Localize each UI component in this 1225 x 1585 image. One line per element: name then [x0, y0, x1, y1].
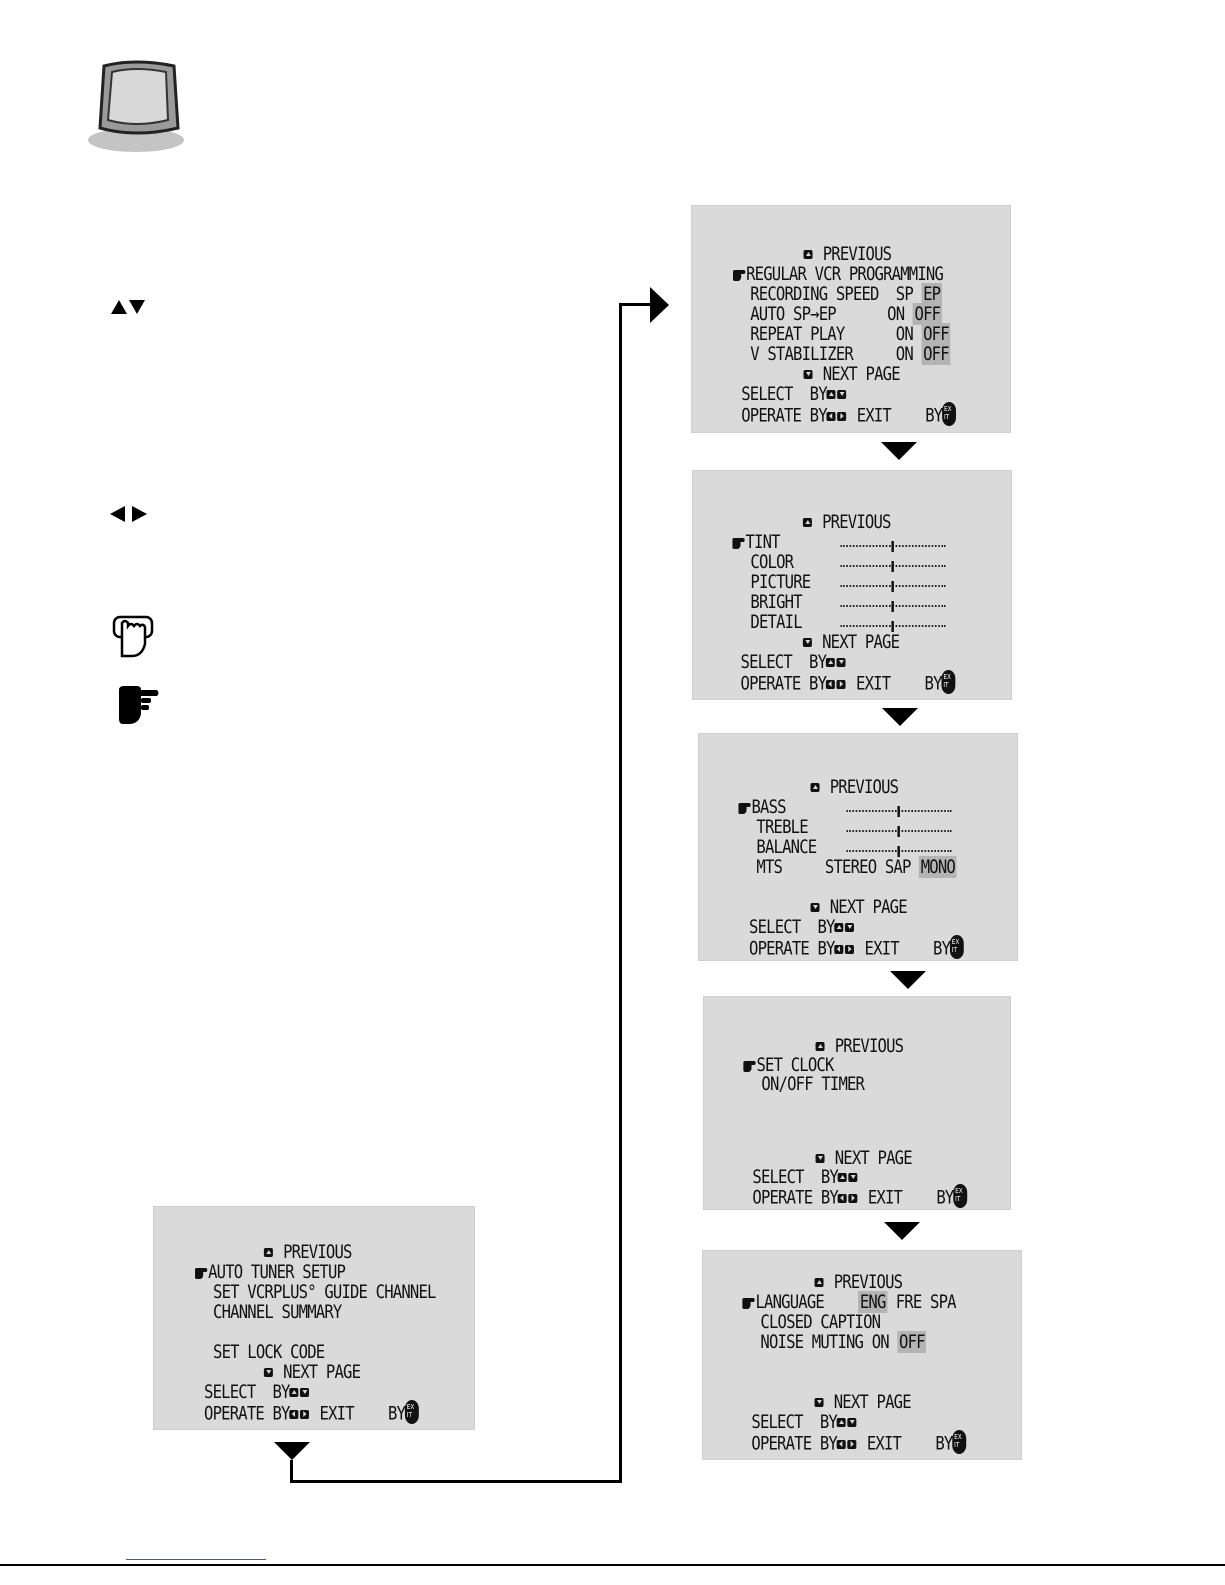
menu-item-bass: BASS: [751, 796, 786, 818]
left-button-icon: [836, 1439, 847, 1449]
balance-slider: [846, 845, 952, 857]
up-button-icon: [810, 783, 820, 792]
right-button-icon: [847, 1439, 857, 1449]
menu-item-color: COLOR: [750, 551, 794, 573]
menu-item-set-lock-code: SET LOCK CODE: [213, 1341, 325, 1363]
pointer-hand-icon: [738, 800, 751, 814]
left-button-icon: [834, 944, 844, 954]
left-button-icon: [837, 1193, 848, 1203]
tint-slider: [840, 540, 946, 552]
exit-button-icon: [953, 1184, 968, 1208]
menu-item-noise-muting: NOISE MUTING: [760, 1331, 864, 1353]
down-button-icon: [803, 370, 813, 379]
menu-item-bright: BRIGHT: [750, 591, 802, 613]
exit-button-icon: [405, 1400, 420, 1424]
up-button-icon: [803, 250, 813, 259]
right-button-icon: [848, 1193, 858, 1203]
menu-screen-picture: PREVIOUS TINT COLOR PICTURE BRIGHT DETAI…: [692, 470, 1012, 700]
down-button-icon: [263, 1368, 273, 1377]
right-button-icon: [300, 1409, 310, 1419]
left-right-arrows-icon: [110, 505, 150, 523]
flow-arrow-down: [881, 442, 917, 460]
flow-arrow-down: [890, 971, 926, 989]
up-button-icon: [834, 923, 844, 932]
down-button-icon: [815, 1154, 825, 1163]
exit-button-icon: [941, 670, 956, 694]
up-down-arrows-icon: [111, 298, 147, 316]
pointer-hand-icon: [743, 1058, 756, 1072]
up-button-icon: [815, 1042, 825, 1051]
right-button-icon: [845, 944, 855, 954]
pointer-hand-icon: [742, 1295, 755, 1309]
up-button-icon: [802, 518, 812, 527]
connector-line: [290, 1460, 293, 1483]
pointer-hand-icon: [119, 686, 159, 724]
connector-line: [619, 303, 622, 1483]
up-button-icon: [836, 1418, 847, 1427]
bass-slider: [846, 805, 952, 817]
menu-screen-language: PREVIOUS LANGUAGE ENG FRE SPA CLOSED CAP…: [702, 1250, 1022, 1460]
down-button-icon: [300, 1388, 310, 1397]
up-button-icon: [289, 1388, 299, 1397]
up-button-icon: [826, 658, 836, 667]
pointer-hand-icon: [195, 1265, 208, 1279]
menu-item-set-clock: SET CLOCK: [756, 1054, 834, 1076]
menu-item-detail: DETAIL: [750, 611, 802, 633]
right-button-icon: [836, 679, 846, 689]
footer-rule: [0, 1564, 1225, 1566]
left-button-icon: [826, 411, 836, 421]
down-button-icon: [810, 903, 820, 912]
down-button-icon: [836, 658, 846, 667]
flow-arrow-right: [650, 287, 669, 323]
up-button-icon: [263, 1248, 273, 1257]
pointer-hand-icon: [732, 535, 745, 549]
menu-item-on-off-timer: ON/OFF TIMER: [761, 1073, 865, 1095]
menu-item-closed-caption: CLOSED CAPTION: [760, 1311, 881, 1333]
menu-item-tint: TINT: [745, 531, 780, 553]
menu-screen-vcr: PREVIOUS REGULAR VCR PROGRAMMING RECORDI…: [691, 205, 1011, 433]
flow-arrow-down: [882, 708, 918, 726]
color-slider: [840, 560, 946, 572]
menu-item-language: LANGUAGE: [755, 1291, 824, 1313]
up-button-icon: [814, 1278, 824, 1287]
menu-screen-tuner: PREVIOUS AUTO TUNER SETUP SET VCRPLUS° G…: [153, 1206, 475, 1430]
flow-arrow-down: [274, 1442, 310, 1460]
pointer-hand-icon: [733, 267, 746, 281]
left-button-icon: [826, 679, 836, 689]
bright-slider: [840, 600, 946, 612]
exit-button-icon: [950, 935, 965, 959]
menu-item-picture: PICTURE: [750, 571, 811, 593]
connector-line: [290, 1480, 622, 1483]
menu-item-balance: BALANCE: [756, 836, 817, 858]
footer-link-rule: [126, 1559, 266, 1560]
treble-slider: [846, 825, 952, 837]
connector-line: [619, 303, 653, 306]
down-button-icon: [802, 638, 812, 647]
down-button-icon: [814, 1398, 824, 1407]
menu-item-channel-summary: CHANNEL SUMMARY: [213, 1301, 342, 1323]
exit-button-icon: [952, 1430, 967, 1454]
detail-slider: [840, 620, 946, 632]
down-button-icon: [837, 390, 847, 399]
flow-arrow-down: [884, 1222, 920, 1240]
up-button-icon: [826, 390, 836, 399]
menu-item-vcrplus-channel: SET VCRPLUS° GUIDE CHANNEL: [213, 1281, 436, 1303]
picture-slider: [840, 580, 946, 592]
menu-item-treble: TREBLE: [756, 816, 808, 838]
tv-icon: [88, 60, 184, 152]
menu-screen-audio: PREVIOUS BASS TREBLE BALANCE MTS STEREO …: [698, 733, 1018, 961]
right-button-icon: [837, 411, 847, 421]
hand-press-icon: [112, 615, 154, 658]
up-button-icon: [837, 1173, 848, 1182]
menu-screen-clock: PREVIOUS SET CLOCK ON/OFF TIMER NEXT PAG…: [703, 996, 1011, 1210]
left-button-icon: [289, 1409, 299, 1419]
exit-button-icon: [942, 402, 957, 426]
down-button-icon: [845, 923, 855, 932]
menu-item-auto-tuner-setup: AUTO TUNER SETUP: [208, 1261, 346, 1283]
menu-item-regular-vcr-programming: REGULAR VCR PROGRAMMING: [746, 263, 944, 285]
down-button-icon: [847, 1418, 857, 1427]
down-button-icon: [848, 1173, 858, 1182]
